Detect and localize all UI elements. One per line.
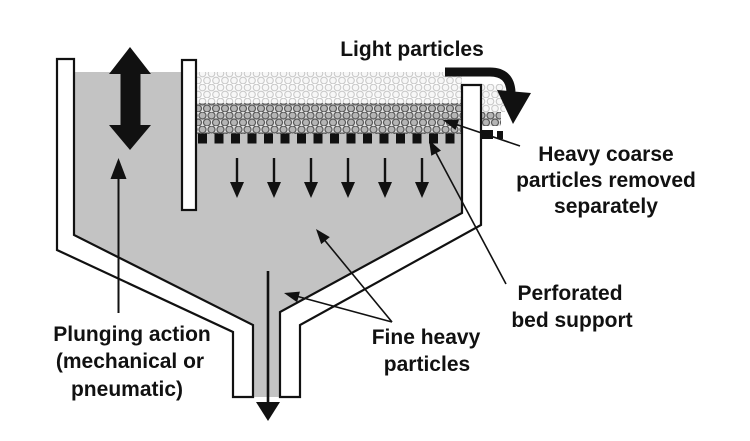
svg-text:Heavy coarse: Heavy coarse xyxy=(538,143,673,166)
down-arrow xyxy=(267,158,281,198)
down-arrow xyxy=(415,158,429,198)
fine-heavy-leaders xyxy=(284,229,393,323)
partition-wall xyxy=(180,58,198,212)
down-arrow xyxy=(378,158,392,198)
plunging-leader-arrow xyxy=(110,158,127,313)
svg-text:particles removed: particles removed xyxy=(516,169,696,192)
perforated-leader xyxy=(429,140,507,285)
svg-text:Perforated: Perforated xyxy=(517,282,622,305)
label-fine-heavy-particles: Fine heavy particles xyxy=(372,326,481,376)
down-arrow xyxy=(341,158,355,198)
label-light-particles: Light particles xyxy=(340,38,484,61)
label-plunging-action: Plunging action (mechanical or pneumatic… xyxy=(53,323,211,401)
downward-flow-arrows xyxy=(230,158,429,198)
outlet-arrow xyxy=(256,271,280,421)
plunger-double-arrow xyxy=(109,47,151,150)
down-arrow xyxy=(304,158,318,198)
vessel-left-wall xyxy=(55,57,255,399)
coarse-bed-overflow xyxy=(481,112,501,126)
bed-support-stub-2 xyxy=(497,131,503,139)
label-perforated-bed-support: Perforated bed support xyxy=(511,282,632,332)
svg-text:Plunging action: Plunging action xyxy=(53,323,211,346)
svg-text:particles: particles xyxy=(384,353,470,376)
light-particle-bed xyxy=(196,72,462,103)
slurry-fill xyxy=(74,72,462,397)
down-arrow xyxy=(230,158,244,198)
vessel-right-wall xyxy=(278,83,483,399)
svg-text:Fine heavy: Fine heavy xyxy=(372,326,481,349)
svg-text:pneumatic): pneumatic) xyxy=(71,378,183,401)
heavy-coarse-leader xyxy=(443,119,521,147)
coarse-particle-bed xyxy=(196,103,462,134)
overflow-arrow xyxy=(445,67,531,124)
svg-text:(mechanical or: (mechanical or xyxy=(56,350,204,373)
label-heavy-coarse: Heavy coarse particles removed separatel… xyxy=(516,143,696,218)
svg-text:bed support: bed support xyxy=(511,309,632,332)
svg-text:separately: separately xyxy=(554,195,658,218)
